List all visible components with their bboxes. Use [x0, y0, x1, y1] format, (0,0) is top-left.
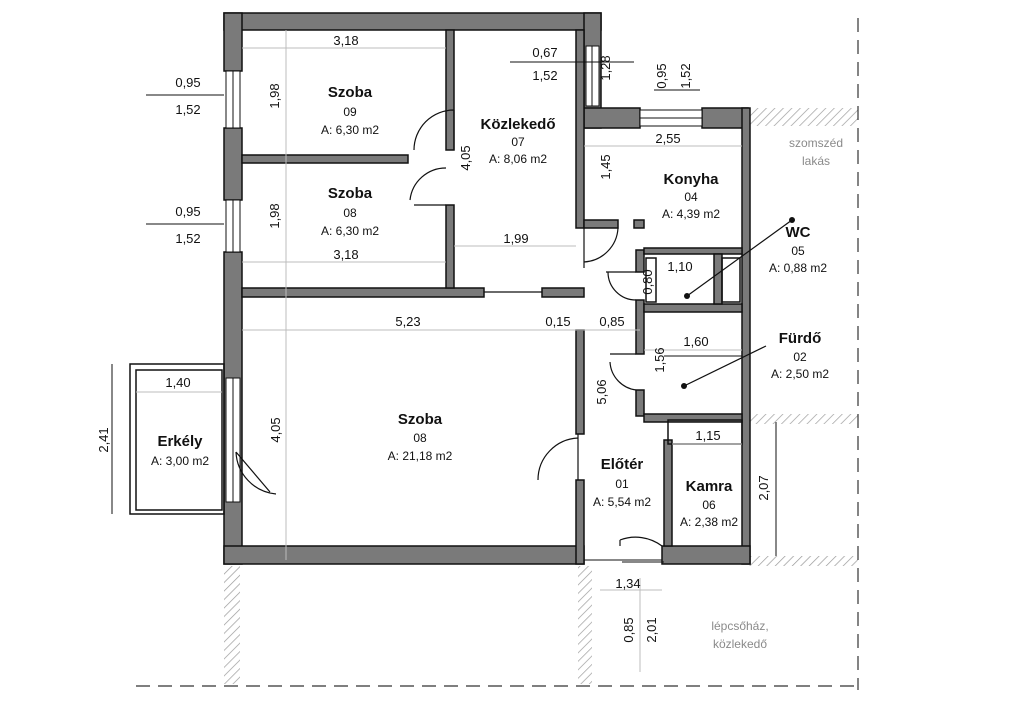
svg-text:1,40: 1,40 — [165, 375, 190, 390]
svg-text:3,18: 3,18 — [333, 247, 358, 262]
svg-text:1,28: 1,28 — [598, 55, 613, 80]
svg-text:A: 2,38 m2: A: 2,38 m2 — [680, 515, 738, 529]
svg-text:A: 2,50 m2: A: 2,50 m2 — [771, 367, 829, 381]
svg-text:5,23: 5,23 — [395, 314, 420, 329]
room-szoba-08-large: Szoba 08 A: 21,18 m2 — [388, 411, 453, 463]
svg-text:01: 01 — [615, 477, 629, 491]
svg-text:0,15: 0,15 — [545, 314, 570, 329]
svg-text:1,52: 1,52 — [175, 231, 200, 246]
svg-text:1,52: 1,52 — [678, 63, 693, 88]
neighbor-walls — [224, 108, 858, 684]
room-szoba-08-small: Szoba 08 A: 6,30 m2 — [321, 185, 379, 238]
room-kamra: Kamra 06 A: 2,38 m2 — [680, 478, 738, 529]
svg-text:Szoba: Szoba — [328, 84, 373, 101]
svg-text:05: 05 — [791, 244, 805, 258]
svg-text:06: 06 — [702, 498, 716, 512]
svg-text:0,95: 0,95 — [175, 204, 200, 219]
svg-text:3,18: 3,18 — [333, 33, 358, 48]
svg-text:07: 07 — [511, 135, 525, 149]
svg-text:1,10: 1,10 — [667, 259, 692, 274]
svg-text:1,56: 1,56 — [652, 347, 667, 372]
room-erkely: Erkély A: 3,00 m2 — [151, 433, 209, 468]
svg-text:2,41: 2,41 — [96, 427, 111, 452]
room-konyha: Konyha 04 A: 4,39 m2 — [662, 171, 720, 221]
svg-text:Erkély: Erkély — [157, 433, 203, 450]
walls — [129, 12, 751, 565]
room-eloter: Előtér 01 A: 5,54 m2 — [593, 456, 651, 509]
room-kozlekedo: Közlekedő 07 A: 8,06 m2 — [480, 116, 555, 166]
svg-text:0,95: 0,95 — [654, 63, 669, 88]
svg-text:1,52: 1,52 — [175, 102, 200, 117]
boundary-lines — [136, 18, 859, 690]
svg-text:A: 5,54 m2: A: 5,54 m2 — [593, 495, 651, 509]
svg-text:1,98: 1,98 — [267, 83, 282, 108]
svg-text:Előtér: Előtér — [601, 456, 644, 473]
svg-text:WC: WC — [786, 224, 811, 241]
svg-text:1,34: 1,34 — [615, 576, 640, 591]
svg-text:1,98: 1,98 — [267, 203, 282, 228]
svg-text:4,05: 4,05 — [268, 417, 283, 442]
svg-text:0,95: 0,95 — [175, 75, 200, 90]
svg-text:szomszéd: szomszéd — [789, 136, 843, 150]
svg-text:0,80: 0,80 — [640, 269, 655, 294]
svg-text:1,99: 1,99 — [503, 231, 528, 246]
svg-text:1,60: 1,60 — [683, 334, 708, 349]
svg-text:Kamra: Kamra — [686, 478, 733, 495]
svg-text:Szoba: Szoba — [398, 411, 443, 428]
svg-text:09: 09 — [343, 105, 357, 119]
svg-text:lakás: lakás — [802, 154, 830, 168]
svg-text:A: 4,39 m2: A: 4,39 m2 — [662, 207, 720, 221]
svg-text:0,85: 0,85 — [621, 617, 636, 642]
windows — [225, 45, 703, 503]
svg-text:5,06: 5,06 — [594, 379, 609, 404]
svg-text:0,67: 0,67 — [532, 45, 557, 60]
svg-text:közlekedő: közlekedő — [713, 637, 767, 651]
svg-text:lépcsőház,: lépcsőház, — [711, 619, 768, 633]
svg-text:2,01: 2,01 — [644, 617, 659, 642]
svg-text:Konyha: Konyha — [663, 171, 719, 188]
room-wc: WC 05 A: 0,88 m2 — [769, 224, 827, 275]
svg-text:1,52: 1,52 — [532, 68, 557, 83]
svg-text:A: 21,18 m2: A: 21,18 m2 — [388, 449, 453, 463]
svg-text:A: 3,00 m2: A: 3,00 m2 — [151, 454, 209, 468]
svg-text:2,55: 2,55 — [655, 131, 680, 146]
svg-text:2,07: 2,07 — [756, 475, 771, 500]
svg-text:A: 6,30 m2: A: 6,30 m2 — [321, 123, 379, 137]
room-szoba-09: Szoba 09 A: 6,30 m2 — [321, 84, 379, 137]
svg-text:A: 6,30 m2: A: 6,30 m2 — [321, 224, 379, 238]
svg-text:Közlekedő: Közlekedő — [480, 116, 555, 133]
leader-lines — [681, 217, 795, 389]
svg-text:04: 04 — [684, 190, 698, 204]
svg-text:Fürdő: Fürdő — [779, 330, 822, 347]
fixtures — [645, 257, 743, 445]
svg-text:A: 8,06 m2: A: 8,06 m2 — [489, 152, 547, 166]
room-furdo: Fürdő 02 A: 2,50 m2 — [771, 330, 829, 381]
svg-text:4,05: 4,05 — [458, 145, 473, 170]
dimension-labels: 3,18 1,98 1,98 3,18 0,95 1,52 0,95 1,52 … — [96, 33, 771, 643]
dimension-lines — [111, 30, 777, 672]
svg-text:08: 08 — [343, 206, 357, 220]
svg-text:Szoba: Szoba — [328, 185, 373, 202]
svg-text:1,15: 1,15 — [695, 428, 720, 443]
svg-text:02: 02 — [793, 350, 807, 364]
svg-text:0,85: 0,85 — [599, 314, 624, 329]
svg-text:1,45: 1,45 — [598, 154, 613, 179]
surrounding-notes: szomszéd lakás lépcsőház, közlekedő — [711, 136, 843, 651]
doors — [235, 109, 663, 561]
svg-text:A: 0,88 m2: A: 0,88 m2 — [769, 261, 827, 275]
svg-text:08: 08 — [413, 431, 427, 445]
